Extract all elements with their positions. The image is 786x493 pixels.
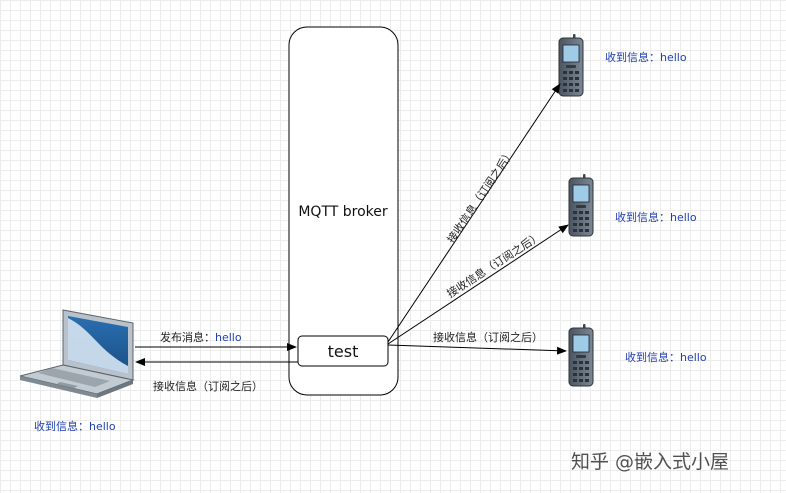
subscriber-received-prefix-2: 收到信息： [615,210,670,224]
phone-icon-2 [568,173,594,237]
laptop-received-prefix: 收到信息： [34,419,89,433]
phone-icon-1 [558,33,584,97]
subscriber-received-value-2: hello [670,211,697,224]
watermark-text: 知乎 @嵌入式小屋 [571,451,729,473]
broker-box [288,26,399,396]
laptop-received-value: hello [89,420,116,433]
subscriber-received-value-3: hello [680,351,707,364]
topic-box [297,335,389,367]
broker-title: MQTT broker [298,204,388,220]
laptop-received-text: 收到信息：hello [34,419,116,433]
subscriber-edge-label-3: 接收信息（订阅之后） [433,330,543,344]
laptop-receive-label: 接收信息（订阅之后） [153,379,263,393]
subscriber-arrow-2 [387,224,569,345]
subscriber-arrow-3 [387,344,567,355]
publish-value: hello [215,331,242,344]
subscriber-arrow-1 [387,83,561,343]
subscriber-received-2: 收到信息：hello [615,210,697,224]
publish-label: 发布消息：hello [160,330,242,344]
topic-label: test [328,342,359,361]
subscriber-edge-label-1: 接收信息（订阅之后） [444,147,517,246]
phone-icon-3 [568,323,594,387]
subscriber-received-value-1: hello [660,51,687,64]
subscriber-received-prefix-1: 收到信息： [605,50,660,64]
laptop-icon [19,309,135,398]
subscriber-received-1: 收到信息：hello [605,50,687,64]
subscriber-received-prefix-3: 收到信息： [625,350,680,364]
subscriber-received-3: 收到信息：hello [625,350,707,364]
publish-label-text: 发布消息： [160,330,215,344]
